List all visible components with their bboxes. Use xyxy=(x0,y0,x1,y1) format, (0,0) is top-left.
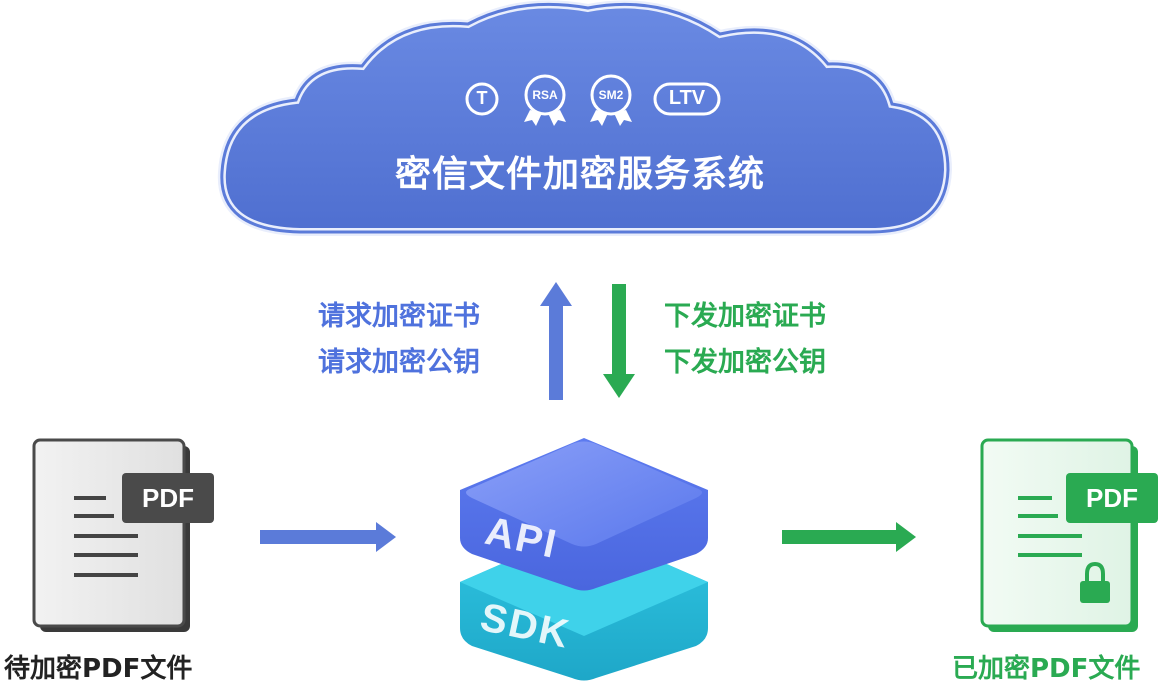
request-text: 请求加密证书 请求加密公钥 xyxy=(318,294,480,386)
timestamp-label: T xyxy=(476,88,488,108)
request-certificate-label: 请求加密证书 xyxy=(318,301,480,332)
issue-text: 下发加密证书 下发加密公钥 xyxy=(664,294,826,386)
output-arrow-right xyxy=(782,522,916,552)
source-document-label: 待加密PDF文件 xyxy=(4,654,193,684)
sm2-label: SM2 xyxy=(598,88,624,102)
cloud-shape xyxy=(217,0,953,236)
sm2-ribbon-icon xyxy=(590,74,632,126)
target-document-label: 已加密PDF文件 xyxy=(952,654,1141,684)
request-public-key-label: 请求加密公钥 xyxy=(318,347,480,378)
input-arrow-right xyxy=(260,522,396,552)
rsa-label: RSA xyxy=(532,88,558,102)
rsa-ribbon-icon xyxy=(524,74,566,126)
issue-public-key-label: 下发加密公钥 xyxy=(664,347,826,378)
source-document-icon xyxy=(32,438,190,632)
issue-arrow-down xyxy=(603,284,635,398)
source-pdf-tag: PDF xyxy=(122,473,214,523)
lock-icon xyxy=(1080,561,1110,603)
timestamp-icon xyxy=(465,82,499,116)
target-document-icon xyxy=(980,438,1138,632)
cloud-title: 密信文件加密服务系统 xyxy=(394,154,765,195)
ltv-label: LTV xyxy=(668,87,706,109)
request-arrow-up xyxy=(540,282,572,400)
ltv-pill-icon xyxy=(653,82,721,116)
api-layer xyxy=(460,438,708,591)
issue-certificate-label: 下发加密证书 xyxy=(664,301,826,332)
target-pdf-tag: PDF xyxy=(1066,473,1158,523)
